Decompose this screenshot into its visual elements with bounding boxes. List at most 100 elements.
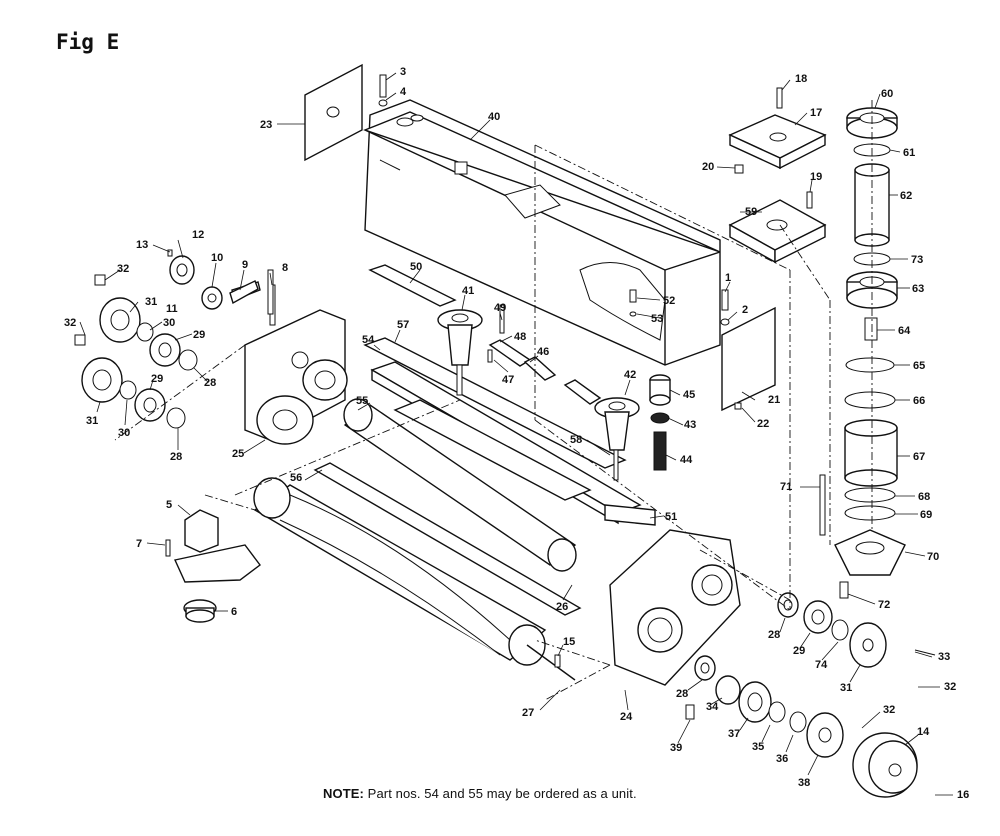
label-14: 14: [917, 726, 930, 738]
housing-40: [362, 99, 721, 366]
plate-17: [728, 114, 827, 170]
label-31-left-lower: 31: [86, 415, 98, 427]
label-5: 5: [166, 499, 172, 511]
label-23: 23: [260, 119, 272, 131]
label-19: 19: [810, 171, 822, 183]
label-7: 7: [136, 538, 142, 550]
label-22: 22: [757, 418, 769, 430]
label-43: 43: [684, 419, 696, 431]
label-29-left-upper: 29: [193, 329, 205, 341]
label-31-left-upper: 31: [145, 296, 157, 308]
label-30-lower: 30: [118, 427, 130, 439]
label-9: 9: [242, 259, 248, 271]
label-32-left-lower: 32: [64, 317, 76, 329]
label-68: 68: [918, 491, 930, 503]
label-47: 47: [502, 374, 514, 386]
label-55: 55: [356, 395, 368, 407]
ordering-note: NOTE: Part nos. 54 and 55 may be ordered…: [323, 786, 637, 801]
label-27: 27: [522, 707, 534, 719]
label-62: 62: [900, 190, 912, 202]
top-screws: [378, 74, 813, 410]
label-42: 42: [624, 369, 636, 381]
label-32-left-upper: 32: [117, 263, 129, 275]
label-10: 10: [211, 252, 223, 264]
label-28-left-lower: 28: [170, 451, 182, 463]
label-29-left-lower: 29: [151, 373, 163, 385]
label-29-right: 29: [793, 645, 805, 657]
label-39: 39: [670, 742, 682, 754]
label-65: 65: [913, 360, 925, 372]
leader-lines: [79, 72, 953, 796]
label-15: 15: [563, 636, 575, 648]
label-53: 53: [651, 313, 663, 325]
label-38: 38: [798, 777, 810, 789]
label-11: 11: [166, 303, 178, 315]
label-48: 48: [514, 331, 526, 343]
label-51: 51: [665, 511, 677, 523]
label-31-right: 31: [840, 682, 852, 694]
left-small-parts: [74, 249, 274, 623]
label-70: 70: [927, 551, 939, 563]
label-8: 8: [282, 262, 288, 274]
label-33: 33: [938, 651, 950, 663]
label-17: 17: [810, 107, 822, 119]
label-74: 74: [815, 659, 828, 671]
label-64: 64: [898, 325, 911, 337]
label-18: 18: [795, 73, 807, 85]
cutterhead-27: [253, 477, 576, 681]
label-35: 35: [752, 741, 764, 753]
label-28-left-upper: 28: [204, 377, 216, 389]
label-32-right-upper: 32: [883, 704, 895, 716]
label-69: 69: [920, 509, 932, 521]
plate-59: [728, 199, 827, 264]
note-prefix: NOTE:: [323, 786, 364, 801]
part-labels: 1 2 3 4 5 6 7 8 9 10 11 12 13 14 15 16 1…: [64, 66, 969, 801]
note-text: Part nos. 54 and 55 may be ordered as a …: [367, 786, 637, 801]
label-58: 58: [570, 434, 582, 446]
left-bearings: [81, 255, 276, 429]
label-72: 72: [878, 599, 890, 611]
label-20: 20: [702, 161, 714, 173]
label-34: 34: [706, 701, 719, 713]
label-49: 49: [494, 302, 506, 314]
alignment-lines: [114, 100, 873, 701]
label-25: 25: [232, 448, 244, 460]
label-1: 1: [725, 272, 731, 284]
label-46: 46: [537, 346, 549, 358]
label-40: 40: [488, 111, 500, 123]
label-13: 13: [136, 239, 148, 251]
label-24: 24: [620, 711, 633, 723]
label-73: 73: [911, 254, 923, 266]
label-28-right-upper: 28: [768, 629, 780, 641]
label-12: 12: [192, 229, 204, 241]
end-frame-25: [244, 309, 348, 445]
label-21: 21: [768, 394, 780, 406]
plate-21: [721, 306, 776, 412]
label-66: 66: [913, 395, 925, 407]
label-44: 44: [680, 454, 693, 466]
end-frame-24: [609, 529, 741, 686]
rolls-55-56: [313, 398, 592, 616]
label-37: 37: [728, 728, 740, 740]
label-32-right-lower: 32: [944, 681, 956, 693]
label-3: 3: [400, 66, 406, 78]
key-15: [554, 654, 561, 668]
fig-title: Fig E: [56, 30, 120, 54]
label-45: 45: [683, 389, 695, 401]
label-16: 16: [957, 789, 969, 801]
label-50: 50: [410, 261, 422, 273]
label-57: 57: [397, 319, 409, 331]
label-71: 71: [780, 481, 792, 493]
label-28-right-lower: 28: [676, 688, 688, 700]
label-59: 59: [745, 206, 757, 218]
column-assembly: [819, 107, 906, 599]
gearbox-parts: [368, 264, 671, 481]
label-61: 61: [903, 147, 915, 159]
label-41: 41: [462, 285, 474, 297]
plate-23: [304, 63, 363, 162]
label-60: 60: [881, 88, 893, 100]
label-67: 67: [913, 451, 925, 463]
label-52: 52: [663, 295, 675, 307]
label-6: 6: [231, 606, 237, 618]
